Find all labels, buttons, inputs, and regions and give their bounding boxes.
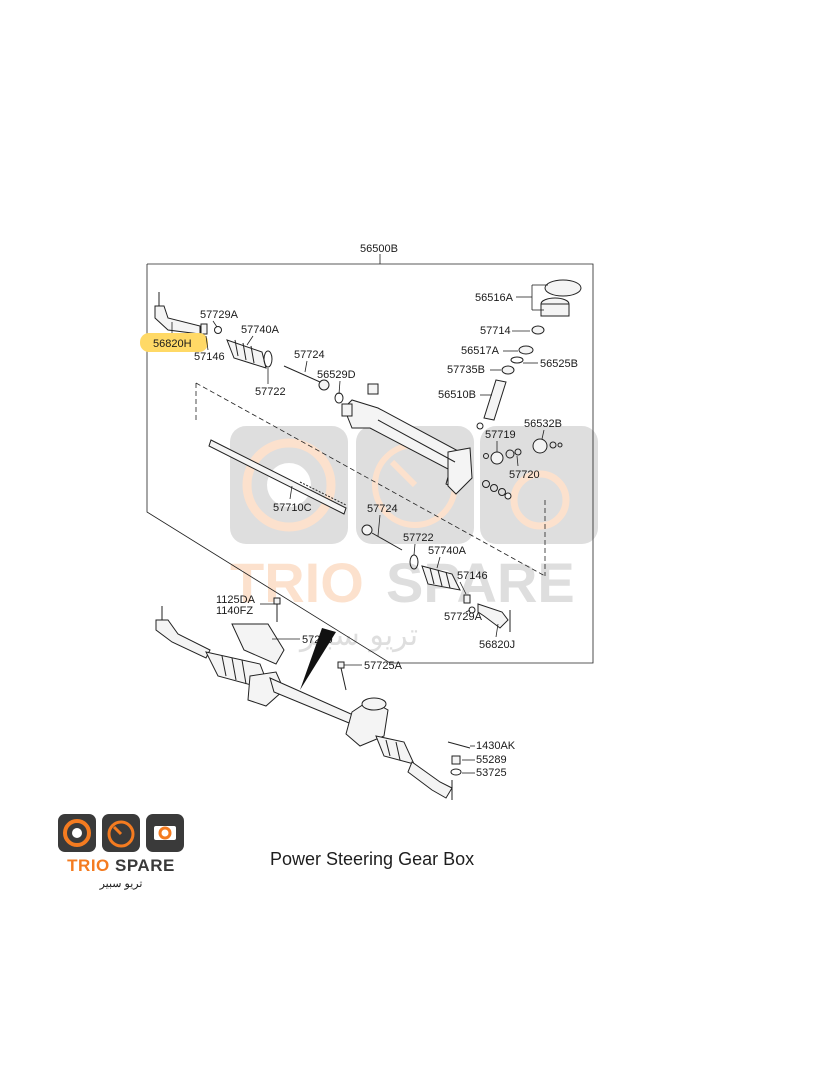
- brand-name-part1: TRIO: [67, 856, 110, 875]
- watermark-icon-3: [480, 426, 598, 544]
- label-57722-mid: 57722: [403, 532, 434, 544]
- label-55289: 55289: [476, 754, 507, 766]
- brand-name: TRIO SPARE: [58, 856, 184, 876]
- label-56500B: 56500B: [360, 243, 398, 255]
- label-57720: 57720: [509, 469, 540, 481]
- label-56516A: 56516A: [475, 292, 514, 304]
- engine-icon: [146, 814, 184, 852]
- nut-57146-lower: [463, 594, 471, 604]
- speedometer-icon: [102, 814, 140, 852]
- label-1125DA: 1125DA: [216, 594, 256, 606]
- tie-rod-end-left-upper: [154, 292, 222, 335]
- label-57722-top: 57722: [255, 386, 286, 398]
- label-57725A: 57725A: [364, 660, 403, 672]
- rack-bar: [208, 439, 347, 515]
- tie-rod-end-right-upper: [468, 603, 511, 632]
- heat-shield: [231, 623, 285, 665]
- brand-name-part2: SPARE: [115, 856, 175, 875]
- label-57710C: 57710C: [273, 502, 312, 514]
- page-caption: Power Steering Gear Box: [270, 849, 475, 869]
- bellows-lower: [421, 565, 461, 591]
- label-57735B: 57735B: [447, 364, 485, 376]
- brand-arabic-name: تريو سبير: [99, 878, 143, 890]
- label-57724-top: 57724: [294, 349, 325, 361]
- cotter-parts: [447, 741, 471, 776]
- label-57724-mid: 57724: [367, 503, 398, 515]
- label-1430AK: 1430AK: [476, 740, 516, 752]
- label-56510B: 56510B: [438, 389, 476, 401]
- label-57740A-top: 57740A: [241, 324, 280, 336]
- bolt-57725A: [337, 661, 347, 691]
- assembly-frame: 56500B: [146, 243, 594, 664]
- pinion-stack: [476, 279, 582, 430]
- label-1140FZ: 1140FZ: [216, 605, 253, 617]
- label-56517A: 56517A: [461, 345, 500, 357]
- bolt-1125DA: [273, 597, 281, 622]
- watermark-text-spare: SPARE: [386, 551, 575, 614]
- view-pointer-arrow: [300, 628, 336, 690]
- seal-56529D: [334, 392, 344, 404]
- label-56529D: 56529D: [317, 369, 356, 381]
- label-57719: 57719: [485, 429, 516, 441]
- speaker-icon: [58, 814, 96, 852]
- bellows-upper: [226, 339, 273, 369]
- label-53725: 53725: [476, 767, 507, 779]
- label-57729A-mid: 57729A: [444, 611, 483, 623]
- assembled-gear-box: [155, 606, 453, 800]
- label-57146-mid: 57146: [457, 570, 488, 582]
- label-57740A-mid: 57740A: [428, 545, 467, 557]
- label-56820H: 56820H: [153, 338, 192, 350]
- highlight-56820H: [140, 333, 208, 352]
- gear-housing-upper: [341, 383, 473, 495]
- watermark-text-trio: TRIO: [230, 551, 364, 614]
- label-57729A-top: 57729A: [200, 309, 239, 321]
- label-57714: 57714: [480, 325, 511, 337]
- label-56820J: 56820J: [479, 639, 515, 651]
- label-56532B: 56532B: [524, 418, 562, 430]
- label-57146-top: 57146: [194, 351, 225, 363]
- brand-logo: TRIO SPARE تريو سبير: [58, 814, 184, 894]
- inner-tie-rod-upper: [283, 365, 330, 391]
- label-56525B: 56525B: [540, 358, 578, 370]
